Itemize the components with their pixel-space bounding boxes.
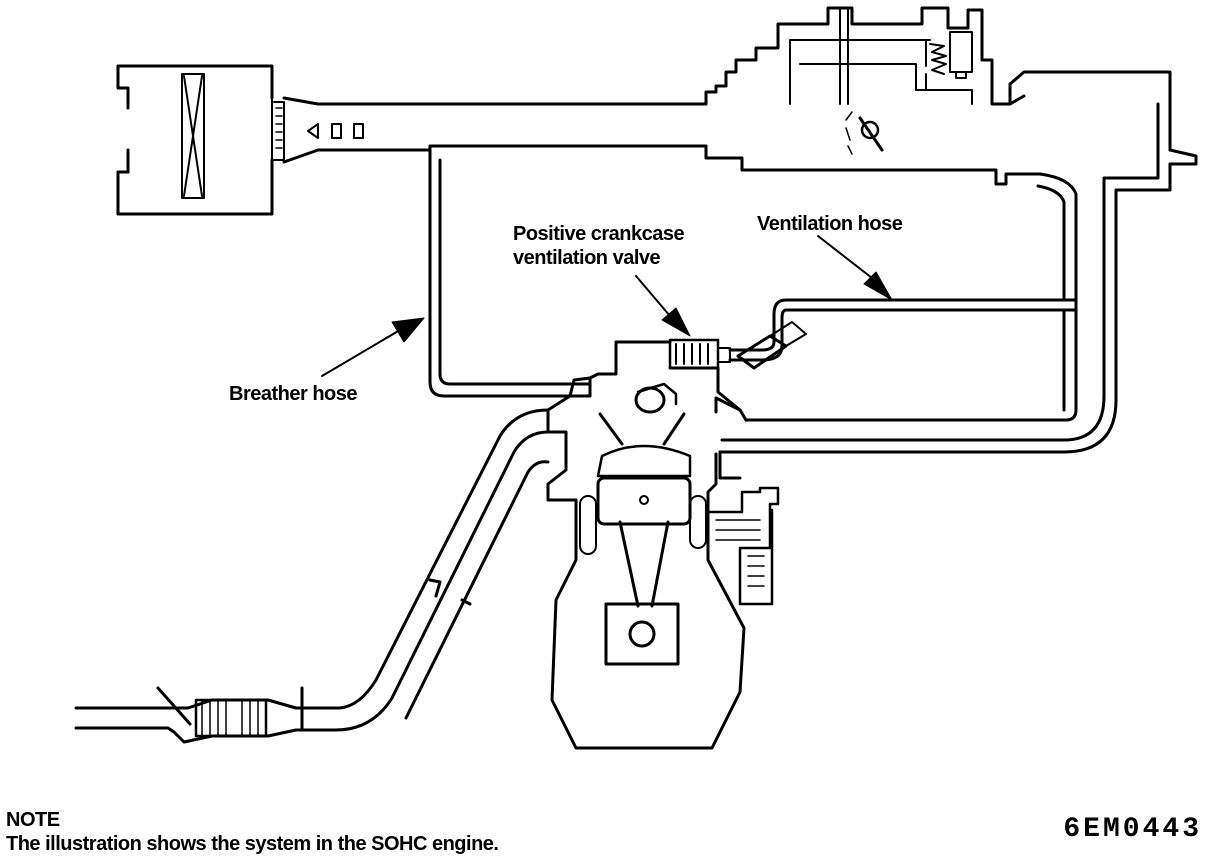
pcv-valve-label-line2: ventilation valve	[513, 247, 661, 269]
ventilation-hose-label: Ventilation hose	[757, 213, 903, 235]
pcv-valve-label: Positive crankcase ventilation valve	[513, 222, 685, 270]
figure-code: 6EM0443	[1063, 814, 1202, 845]
intake-manifold	[718, 94, 1198, 454]
pcv-valve	[668, 338, 731, 370]
engine	[546, 321, 807, 750]
breather-hose	[428, 148, 592, 398]
callout-arrows	[321, 235, 893, 377]
breather-hose-label: Breather hose	[229, 383, 358, 405]
note-text: The illustration shows the system in the…	[6, 833, 499, 855]
note-title: NOTE	[6, 809, 60, 831]
air-cleaner	[116, 64, 285, 216]
pcv-valve-label-line1: Positive crankcase	[513, 223, 685, 245]
exhaust-pipe	[74, 408, 550, 744]
note-block: NOTE The illustration shows the system i…	[6, 808, 499, 856]
intake-air-duct	[282, 96, 708, 164]
throttle-body	[704, 6, 1172, 186]
ventilation-hose	[728, 172, 1078, 422]
